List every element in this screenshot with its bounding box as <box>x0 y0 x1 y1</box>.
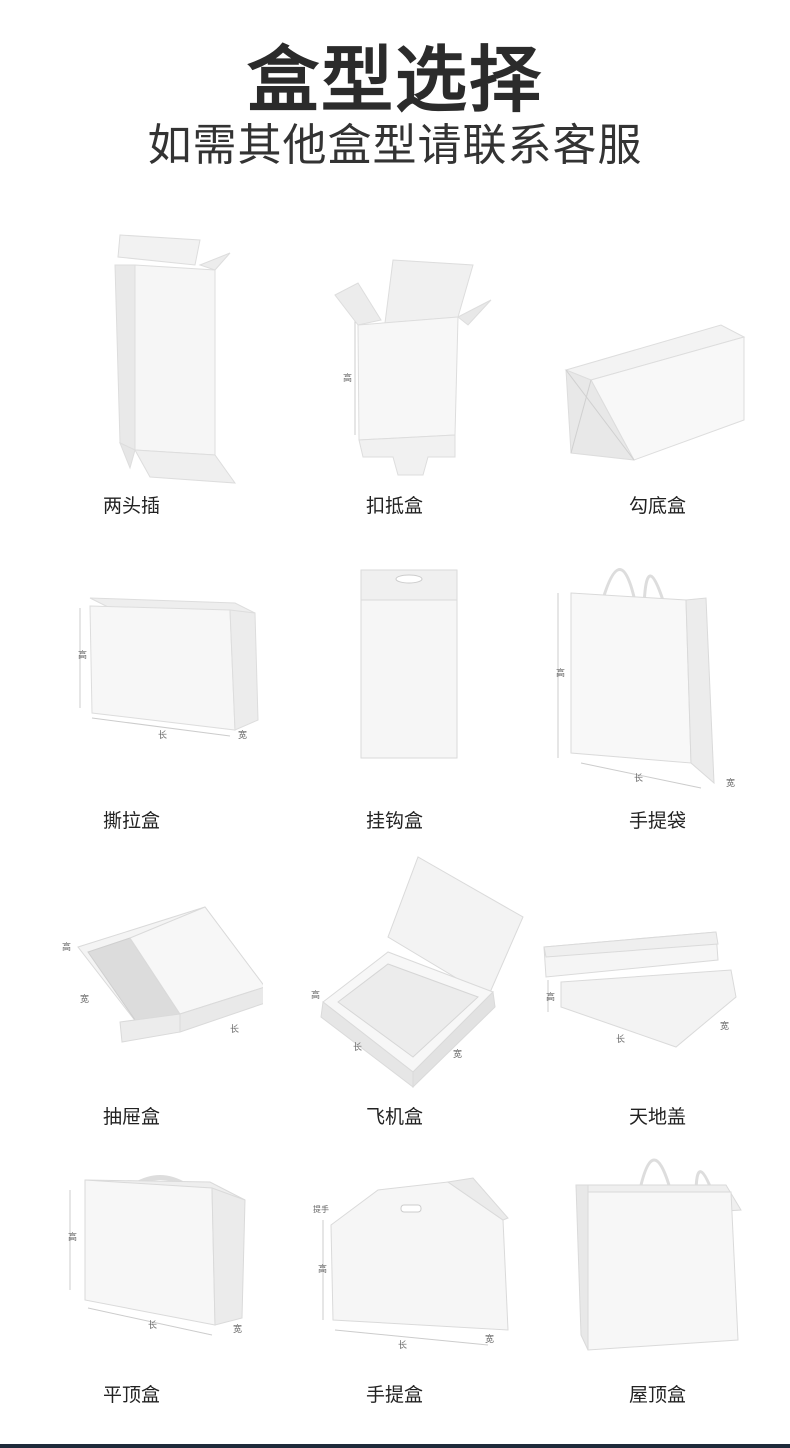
box-item-drawer[interactable]: 高 宽 长 抽屉盒 <box>0 852 263 1132</box>
dim-height-text: 高 <box>311 989 320 1001</box>
box-item-lid-base[interactable]: 高 长 宽 天地盖 <box>526 852 789 1132</box>
box-item-gable-top[interactable]: 屋顶盒 <box>526 1140 789 1410</box>
box-label: 两头插 <box>102 495 160 517</box>
dim-height-text: 高 <box>318 1263 327 1275</box>
box-item-handle-box[interactable]: 提手 高 长 宽 手提盒 <box>263 1140 526 1410</box>
box-item-mailer[interactable]: 高 长 宽 飞机盒 <box>263 852 526 1132</box>
page-subtitle: 如需其他盒型请联系客服 <box>147 120 643 171</box>
dim-length-text: 长 <box>148 1319 157 1331</box>
dim-width-text: 宽 <box>453 1048 462 1060</box>
tear-strip-box-illustration: 高 长 宽 <box>78 597 259 741</box>
gable-top-box-illustration <box>575 1158 742 1351</box>
dim-length-text: 长 <box>230 1023 239 1035</box>
dim-length-text: 长 <box>353 1041 362 1053</box>
dim-height-text: 高 <box>556 667 565 679</box>
box-item-tear-strip[interactable]: 高 长 宽 撕拉盒 <box>0 548 263 838</box>
dim-length-text: 长 <box>398 1339 407 1351</box>
dim-length-text: 长 <box>158 729 167 741</box>
box-item-paper-bag[interactable]: 高 长 宽 手提袋 <box>526 548 789 838</box>
dim-height-text: 高 <box>343 372 352 384</box>
box-label: 勾底盒 <box>628 495 686 517</box>
box-label: 手提盒 <box>365 1384 423 1406</box>
dim-height-text: 高 <box>546 991 555 1003</box>
box-label: 扣抵盒 <box>365 495 423 517</box>
dim-length-text: 长 <box>634 772 643 784</box>
crash-lock-box-illustration <box>564 324 746 461</box>
dim-width-text: 宽 <box>80 993 89 1005</box>
box-label: 挂钩盒 <box>365 810 423 832</box>
box-label: 手提袋 <box>628 810 686 832</box>
box-label: 屋顶盒 <box>628 1384 686 1406</box>
box-item-crash-lock[interactable]: 勾底盒 <box>526 225 789 525</box>
box-label: 天地盖 <box>628 1106 686 1128</box>
dim-width-text: 宽 <box>726 777 735 789</box>
bottom-divider <box>0 1444 790 1448</box>
box-label: 平顶盒 <box>102 1384 160 1406</box>
box-item-flat-top[interactable]: 高 长 宽 平顶盒 <box>0 1140 263 1410</box>
dim-width-text: 宽 <box>720 1020 729 1032</box>
dim-height-text: 高 <box>78 649 87 661</box>
dim-height-text: 高 <box>62 941 71 953</box>
box-label: 飞机盒 <box>365 1106 423 1128</box>
dim-width-text: 宽 <box>238 729 247 741</box>
page-title: 盒型选择 <box>246 38 543 122</box>
dim-width-text: 宽 <box>485 1333 494 1345</box>
lid-and-base-box-illustration: 高 长 宽 <box>543 931 737 1048</box>
box-item-snap-lock[interactable]: 高 扣抵盒 <box>263 225 526 525</box>
snap-lock-box-illustration: 高 <box>334 259 492 476</box>
dim-handle-text: 提手 <box>313 1204 329 1214</box>
box-item-tuck-end[interactable]: 高 两头插 <box>0 225 263 525</box>
dim-height-text: 高 <box>68 1231 77 1243</box>
flat-top-box-illustration: 高 长 宽 <box>68 1175 246 1336</box>
box-label: 撕拉盒 <box>102 810 160 832</box>
handle-box-illustration: 提手 高 长 宽 <box>313 1177 509 1351</box>
hang-tab-box-illustration <box>360 569 458 759</box>
dim-width-text: 宽 <box>233 1323 242 1335</box>
drawer-box-illustration: 高 宽 长 <box>62 906 263 1043</box>
mailer-box-illustration: 高 长 宽 <box>311 856 524 1089</box>
tuck-end-box-illustration: 高 <box>114 234 237 484</box>
paper-bag-illustration: 高 长 宽 <box>556 568 735 789</box>
dim-length-text: 长 <box>616 1033 625 1045</box>
box-item-hang-tab[interactable]: 挂钩盒 <box>263 548 526 838</box>
box-label: 抽屉盒 <box>102 1106 160 1128</box>
